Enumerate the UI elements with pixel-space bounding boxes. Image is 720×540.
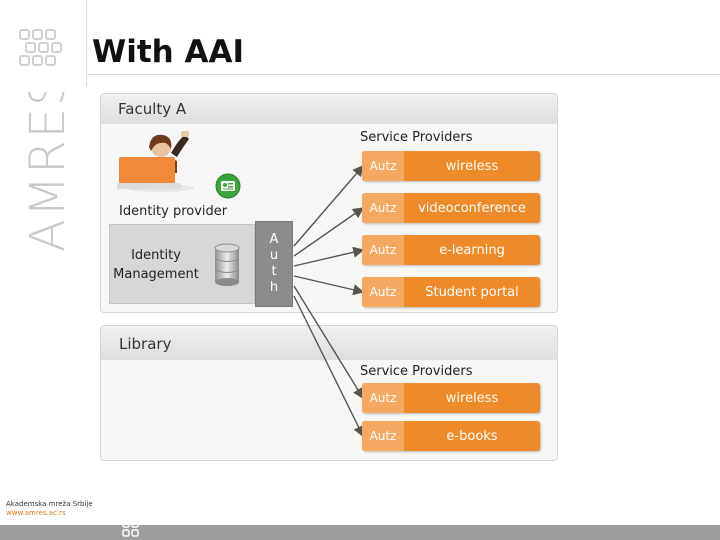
- service-label: e-books: [446, 428, 498, 444]
- autz-label: Autz: [362, 421, 404, 451]
- auth-letter: t: [271, 264, 277, 279]
- autz-label: Autz: [362, 277, 404, 307]
- header-divider-vertical: [86, 0, 87, 86]
- sp-faculty-videoconference[interactable]: Autz videoconference: [362, 193, 540, 223]
- footer-text: Akademska mreža Srbije www.amres.ac.rs: [6, 500, 93, 518]
- sp-library-ebooks[interactable]: Autz e-books: [362, 421, 540, 451]
- footer-logo-icon: [122, 520, 139, 537]
- autz-label: Autz: [362, 235, 404, 265]
- arrow-to-faculty-videoconference: [293, 207, 365, 257]
- identity-management-label: Identity Management: [110, 246, 202, 284]
- service-label: e-learning: [439, 242, 505, 258]
- service-label: videoconference: [418, 200, 526, 216]
- arrow-to-faculty-wireless: [293, 164, 364, 247]
- library-panel-label: Library: [119, 335, 172, 353]
- sp-faculty-student-portal[interactable]: Autz Student portal: [362, 277, 540, 307]
- identity-management-line1: Identity: [131, 248, 181, 263]
- identity-management-line2: Management: [113, 267, 199, 282]
- arrow-to-library-ebooks: [293, 295, 364, 438]
- autz-label: Autz: [362, 383, 404, 413]
- header-divider-horizontal: [86, 74, 720, 75]
- amres-logo-icon: [19, 29, 62, 66]
- service-label: wireless: [445, 158, 499, 174]
- slide-title: With AAI: [92, 34, 245, 70]
- sp-faculty-elearning[interactable]: Autz e-learning: [362, 235, 540, 265]
- auth-letter: h: [269, 280, 279, 295]
- service-label: wireless: [445, 390, 499, 406]
- sp-library-wireless[interactable]: Autz wireless: [362, 383, 540, 413]
- id-card-icon: [215, 173, 241, 199]
- auth-letter: A: [269, 232, 279, 247]
- faculty-panel-label: Faculty A: [118, 100, 187, 118]
- arrow-to-library-wireless: [293, 285, 364, 400]
- database-icon: [214, 243, 240, 286]
- auth-module: A u t h: [255, 221, 293, 307]
- faculty-panel-header: [101, 94, 557, 124]
- user-laptop-icon: [117, 131, 194, 192]
- arrow-to-faculty-student-portal: [293, 275, 365, 296]
- autz-label: Autz: [362, 193, 404, 223]
- sp-faculty-wireless[interactable]: Autz wireless: [362, 151, 540, 181]
- auth-letter: u: [269, 248, 279, 263]
- service-label: Student portal: [425, 284, 519, 300]
- library-sp-header: Service Providers: [360, 364, 473, 379]
- footer-url[interactable]: www.amres.ac.rs: [6, 509, 66, 517]
- autz-label: Autz: [362, 151, 404, 181]
- identity-provider-label: Identity provider: [119, 204, 228, 219]
- arrow-to-faculty-elearning: [293, 246, 365, 267]
- faculty-sp-header: Service Providers: [360, 130, 473, 145]
- footer-org: Akademska mreža Srbije: [6, 500, 93, 508]
- bottom-bar: [0, 525, 720, 540]
